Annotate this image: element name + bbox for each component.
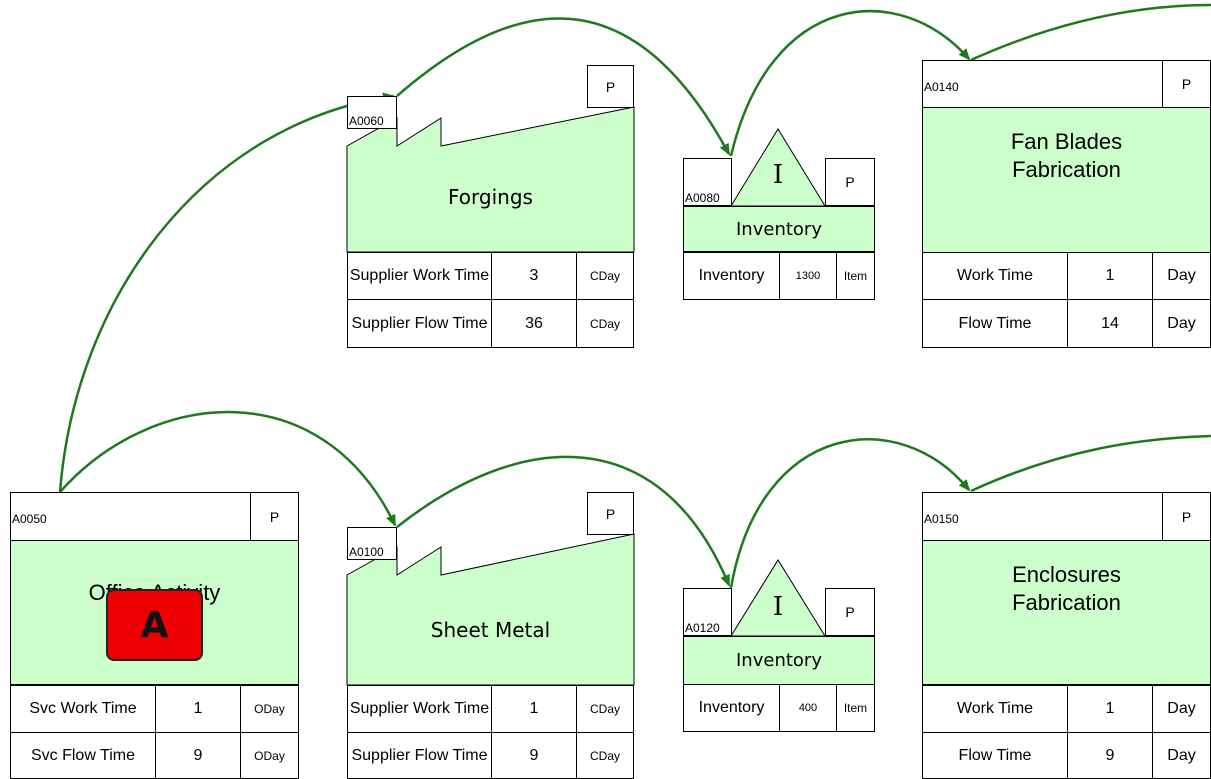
node-title-enclosures-line2: Fabrication [1012, 590, 1121, 615]
alert-badge[interactable]: A [106, 589, 203, 661]
node-id-forgings: A0060 [347, 96, 397, 129]
node-title-inventory2: Inventory [683, 636, 875, 685]
node-title-fan-blades-line2: Fabrication [1012, 157, 1121, 182]
row-value-sheet-metal-work: 1 [491, 685, 577, 733]
row-unit-office-work: ODay [240, 685, 299, 733]
row-unit-sheet-metal-flow: CDay [576, 732, 634, 779]
node-title-fan-blades-line1: Fan Blades [1010, 129, 1123, 154]
row-unit-fan-blades-flow: Day [1152, 299, 1211, 348]
row-value-fan-blades-work: 1 [1067, 252, 1153, 300]
p-button-inventory2[interactable]: P [825, 588, 875, 636]
node-header-office [10, 492, 251, 541]
row-unit-forgings-flow: CDay [576, 299, 634, 348]
node-title-inventory1: Inventory [683, 206, 875, 252]
flow-arrow-fan-blades-onward[interactable] [970, 3, 1211, 62]
row-value-forgings-work: 3 [491, 252, 577, 300]
row-label-inventory2: Inventory [683, 684, 780, 732]
row-unit-inventory2: Item [836, 684, 875, 732]
p-button-fan-blades[interactable]: P [1162, 60, 1211, 108]
row-label-office-flow: Svc Flow Time [10, 732, 156, 779]
row-label-fan-blades-flow: Flow Time [922, 299, 1068, 348]
row-value-forgings-flow: 36 [491, 299, 577, 348]
p-button-enclosures[interactable]: P [1162, 492, 1211, 541]
p-button-office[interactable]: P [250, 492, 299, 541]
node-title-sheet-metal: Sheet Metal [430, 618, 551, 642]
row-value-inventory1: 1300 [779, 252, 837, 300]
row-value-office-work: 1 [155, 685, 241, 733]
flow-arrow-forgings-to-inventory[interactable] [396, 17, 731, 156]
node-body-enclosures[interactable]: Enclosures Fabrication [922, 540, 1211, 685]
p-button-sheet-metal[interactable]: P [587, 492, 634, 535]
row-value-fan-blades-flow: 14 [1067, 299, 1153, 348]
row-unit-fan-blades-work: Day [1152, 252, 1211, 300]
row-unit-inventory1: Item [836, 252, 875, 300]
flow-arrow-enclosures-onward[interactable] [970, 434, 1211, 493]
row-label-sheet-metal-flow: Supplier Flow Time [347, 732, 492, 779]
flow-arrow-office-to-forgings[interactable] [58, 92, 395, 493]
flow-arrow-sheet-metal-to-inventory[interactable] [396, 455, 731, 587]
flow-arrow-office-to-sheet-metal[interactable] [59, 410, 397, 527]
node-id-enclosures: A0150 [924, 512, 959, 526]
p-button-inventory1[interactable]: P [825, 158, 875, 206]
row-label-office-work: Svc Work Time [10, 685, 156, 733]
row-value-sheet-metal-flow: 9 [491, 732, 577, 779]
row-label-fan-blades-work: Work Time [922, 252, 1068, 300]
row-unit-sheet-metal-work: CDay [576, 685, 634, 733]
row-unit-enclosures-flow: Day [1152, 732, 1211, 779]
node-id-fan-blades: A0140 [924, 80, 959, 94]
row-unit-forgings-work: CDay [576, 252, 634, 300]
row-label-forgings-flow: Supplier Flow Time [347, 299, 492, 348]
p-button-forgings[interactable]: P [587, 65, 634, 108]
node-id-sheet-metal: A0100 [347, 527, 397, 560]
node-header-enclosures [922, 492, 1163, 541]
row-unit-office-flow: ODay [240, 732, 299, 779]
row-label-enclosures-work: Work Time [922, 685, 1068, 733]
row-value-enclosures-work: 1 [1067, 685, 1153, 733]
node-title-enclosures-line1: Enclosures [1012, 562, 1121, 587]
i-beam-icon: I [772, 160, 784, 190]
node-id-office: A0050 [12, 512, 47, 526]
row-label-enclosures-flow: Flow Time [922, 732, 1068, 779]
node-title-forgings: Forgings [448, 185, 533, 209]
row-value-inventory2: 400 [779, 684, 837, 732]
row-label-sheet-metal-work: Supplier Work Time [347, 685, 492, 733]
row-label-forgings-work: Supplier Work Time [347, 252, 492, 300]
node-id-inventory2: A0120 [683, 588, 732, 636]
row-unit-enclosures-work: Day [1152, 685, 1211, 733]
flow-arrow-inventory-to-fan-blades[interactable] [729, 9, 971, 157]
flow-arrow-inventory-to-enclosures[interactable] [729, 438, 971, 589]
row-value-enclosures-flow: 9 [1067, 732, 1153, 779]
node-id-inventory1: A0080 [683, 158, 732, 206]
i-beam-icon: I [772, 592, 784, 622]
row-label-inventory1: Inventory [683, 252, 780, 300]
row-value-office-flow: 9 [155, 732, 241, 779]
node-body-fan-blades[interactable]: Fan Blades Fabrication [922, 107, 1211, 253]
